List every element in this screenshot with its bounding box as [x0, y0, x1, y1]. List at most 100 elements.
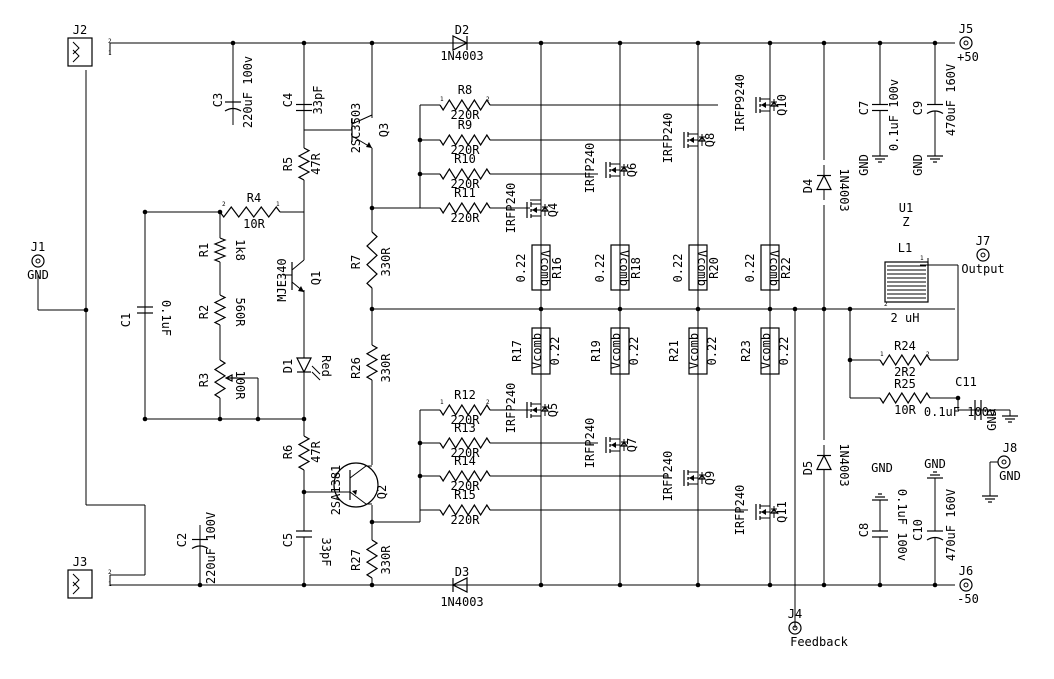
- label-r7: R7: [349, 255, 363, 269]
- junction-dot: [955, 395, 961, 401]
- label-r2_val: 560R: [233, 298, 247, 328]
- label-q11: Q11: [775, 501, 789, 523]
- label-r23: R23: [739, 340, 753, 362]
- pin-number: 1: [880, 351, 884, 358]
- label-r5_val: 47R: [309, 152, 323, 174]
- label-d1: D1: [281, 359, 295, 373]
- junction-dot: [932, 40, 938, 46]
- label-c4_val: 33pF: [311, 86, 325, 115]
- pin-number: 1: [920, 255, 924, 262]
- connector-j2: J2: [67, 23, 93, 67]
- label-r25_val: 10R: [894, 403, 916, 417]
- junction-dot: [142, 416, 148, 422]
- label-r5: R5: [281, 157, 295, 171]
- junction-dot: [877, 40, 883, 46]
- label-c2_val: 220uF 100V: [204, 512, 218, 584]
- value-r22: 0.22: [743, 254, 757, 283]
- label-c8_val: 0.1uF 100v: [895, 489, 909, 561]
- pin-number: 1: [276, 201, 280, 208]
- label-r8: R8: [458, 83, 472, 97]
- label-r1: R1: [197, 243, 211, 257]
- part-q8: IRFP240: [661, 113, 675, 164]
- junction-dot: [932, 582, 938, 588]
- label-j5: J5: [959, 22, 973, 36]
- connector-j6: J6-50: [957, 564, 979, 606]
- label-r11: R11: [454, 186, 476, 200]
- junction-dot: [847, 357, 853, 363]
- connector-j3: J3: [67, 555, 93, 599]
- label-q7: Q7: [625, 438, 639, 452]
- part-q4: IRFP240: [504, 183, 518, 234]
- label-q5: Q5: [546, 403, 560, 417]
- vcomb-r19: Vcomb: [609, 333, 623, 369]
- label-d2_val: 1N4003: [440, 49, 483, 63]
- junction-dot: [792, 306, 798, 312]
- junction-dot: [301, 40, 307, 46]
- junction-dot: [83, 307, 89, 313]
- junction-dot: [538, 40, 544, 46]
- label-u1: U1: [899, 201, 913, 215]
- label-r27: R27: [349, 549, 363, 571]
- junction-dot: [417, 137, 423, 143]
- junction-dot: [197, 582, 203, 588]
- junction-dot: [417, 440, 423, 446]
- label-j2: J2: [73, 23, 87, 37]
- junction-dot: [142, 209, 148, 215]
- label-l1: L1: [898, 241, 912, 255]
- label-j1_net: GND: [27, 268, 49, 282]
- label-r4_val: 10R: [243, 217, 265, 231]
- pin-number: 2: [108, 569, 112, 576]
- part-q10: IRFP9240: [733, 74, 747, 132]
- label-j4: J4: [788, 607, 802, 621]
- junction-dot: [417, 171, 423, 177]
- value-r16: 0.22: [514, 254, 528, 283]
- label-c1: C1: [119, 313, 133, 327]
- label-q8: Q8: [703, 133, 717, 147]
- pin-number: 2: [486, 399, 490, 406]
- label-u1_val: Z: [902, 215, 909, 229]
- label-c5: C5: [281, 533, 295, 547]
- label-r2: R2: [197, 305, 211, 319]
- part-q7: IRFP240: [583, 418, 597, 469]
- label-d3_val: 1N4003: [440, 595, 483, 609]
- pin-number: 1: [440, 96, 444, 103]
- label-q2_val: 2SA1381: [329, 465, 343, 516]
- value-r21: 0.22: [705, 337, 719, 366]
- diode-d2: D2 1N4003: [440, 23, 484, 63]
- value-r15: 220R: [451, 513, 481, 527]
- resistor-r5: R5 47R: [281, 147, 323, 181]
- label-d1_val: Red: [319, 355, 333, 377]
- junction-dot: [538, 582, 544, 588]
- junction-dot: [617, 306, 623, 312]
- junction-dot: [695, 40, 701, 46]
- part-q6: IRFP240: [583, 143, 597, 194]
- label-r18: R18: [629, 257, 643, 279]
- label-r12: R12: [454, 388, 476, 402]
- pin-number: 2: [884, 301, 888, 308]
- vcomb-r23: Vcomb: [759, 333, 773, 369]
- label-r6_val: 47R: [309, 440, 323, 462]
- label-r13: R13: [454, 421, 476, 435]
- label-d2: D2: [455, 23, 469, 37]
- junction-dot: [767, 582, 773, 588]
